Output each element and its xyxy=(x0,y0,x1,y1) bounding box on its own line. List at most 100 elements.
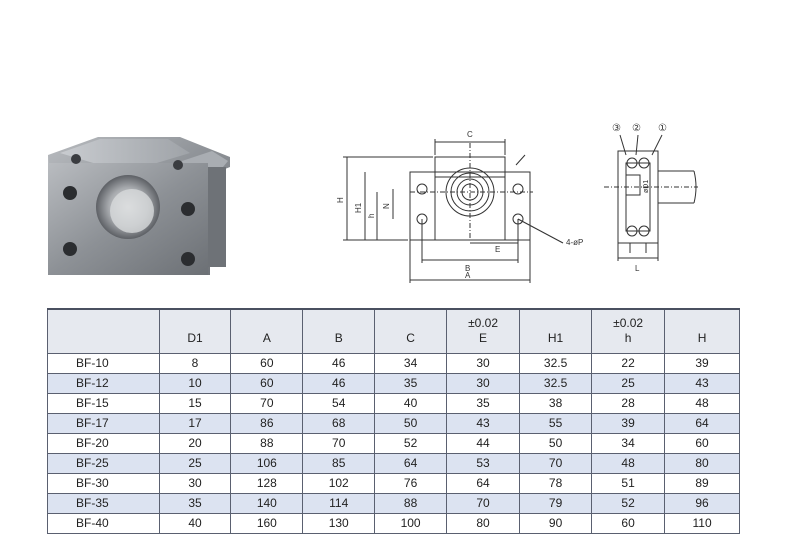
value-cell: 130 xyxy=(302,512,376,534)
column-header-tolerance xyxy=(303,316,374,331)
value-cell: 43 xyxy=(446,412,521,434)
column-header-tolerance xyxy=(375,316,446,331)
value-cell: 88 xyxy=(230,432,304,454)
value-cell: 15 xyxy=(158,392,232,414)
value-cell: 20 xyxy=(158,432,232,454)
value-cell: 60 xyxy=(230,352,304,374)
value-cell: 114 xyxy=(302,492,376,514)
value-cell: 55 xyxy=(519,412,593,434)
value-cell: 96 xyxy=(664,492,740,514)
value-cell: 52 xyxy=(591,492,666,514)
side-d1-label: øD1 xyxy=(643,180,650,193)
value-cell: 88 xyxy=(374,492,448,514)
value-cell: 51 xyxy=(591,472,666,494)
value-cell: 50 xyxy=(519,432,593,454)
value-cell: 35 xyxy=(446,392,521,414)
column-header: H xyxy=(664,308,740,354)
value-cell: 44 xyxy=(446,432,521,454)
value-cell: 79 xyxy=(519,492,593,514)
column-header-label: A xyxy=(262,331,271,346)
dim-c-label: C xyxy=(467,130,473,139)
value-cell: 60 xyxy=(591,512,666,534)
value-cell: 106 xyxy=(230,452,304,474)
dim-e-label: E xyxy=(495,245,500,254)
side-view-drawing: ③ ② ① øD1 L xyxy=(604,123,698,273)
value-cell: 34 xyxy=(374,352,448,374)
value-cell: 46 xyxy=(302,372,376,394)
column-header-tolerance: ±0.02 xyxy=(613,316,644,331)
value-cell: 28 xyxy=(591,392,666,414)
side-l-label: L xyxy=(635,264,640,273)
column-header-tolerance xyxy=(520,316,591,331)
value-cell: 22 xyxy=(591,352,666,374)
column-header xyxy=(47,308,160,354)
model-cell: BF-40 xyxy=(47,512,160,534)
value-cell: 70 xyxy=(302,432,376,454)
model-cell: BF-25 xyxy=(47,452,160,474)
column-header-label xyxy=(48,331,159,346)
column-header-label: h xyxy=(624,331,632,346)
value-cell: 70 xyxy=(230,392,304,414)
value-cell: 39 xyxy=(664,352,740,374)
column-header-tolerance: ±0.02 xyxy=(468,316,499,331)
column-header: B xyxy=(302,308,376,354)
value-cell: 102 xyxy=(302,472,376,494)
dim-h1-label: H1 xyxy=(354,202,363,213)
value-cell: 80 xyxy=(446,512,521,534)
value-cell: 89 xyxy=(664,472,740,494)
product-photo xyxy=(48,137,230,275)
column-header-label: B xyxy=(334,331,343,346)
model-cell: BF-12 xyxy=(47,372,160,394)
model-cell: BF-17 xyxy=(47,412,160,434)
column-header-label: D1 xyxy=(187,331,203,346)
dim-a-label: A xyxy=(465,271,471,280)
model-cell: BF-10 xyxy=(47,352,160,374)
part-3-label: ③ xyxy=(612,123,621,134)
value-cell: 8 xyxy=(158,352,232,374)
value-cell: 100 xyxy=(374,512,448,534)
column-header-tolerance xyxy=(231,316,302,331)
model-cell: BF-30 xyxy=(47,472,160,494)
value-cell: 86 xyxy=(230,412,304,434)
value-cell: 25 xyxy=(158,452,232,474)
column-header-label: E xyxy=(479,331,488,346)
value-cell: 54 xyxy=(302,392,376,414)
value-cell: 85 xyxy=(302,452,376,474)
value-cell: 160 xyxy=(230,512,304,534)
value-cell: 34 xyxy=(591,432,666,454)
value-cell: 43 xyxy=(664,372,740,394)
column-header-tolerance xyxy=(665,316,739,331)
value-cell: 48 xyxy=(591,452,666,474)
dim-b-label: B xyxy=(465,264,470,273)
value-cell: 53 xyxy=(446,452,521,474)
value-cell: 52 xyxy=(374,432,448,454)
value-cell: 78 xyxy=(519,472,593,494)
value-cell: 25 xyxy=(591,372,666,394)
model-cell: BF-15 xyxy=(47,392,160,414)
value-cell: 68 xyxy=(302,412,376,434)
value-cell: 70 xyxy=(446,492,521,514)
model-cell: BF-35 xyxy=(47,492,160,514)
value-cell: 80 xyxy=(664,452,740,474)
part-1-label: ① xyxy=(658,123,667,134)
column-header-label: C xyxy=(406,331,415,346)
value-cell: 76 xyxy=(374,472,448,494)
value-cell: 38 xyxy=(519,392,593,414)
value-cell: 39 xyxy=(591,412,666,434)
value-cell: 64 xyxy=(374,452,448,474)
column-header-tolerance xyxy=(160,316,231,331)
column-header-tolerance xyxy=(48,316,159,331)
front-view-drawing: C H H1 h N E B A 4-øP xyxy=(336,130,583,283)
